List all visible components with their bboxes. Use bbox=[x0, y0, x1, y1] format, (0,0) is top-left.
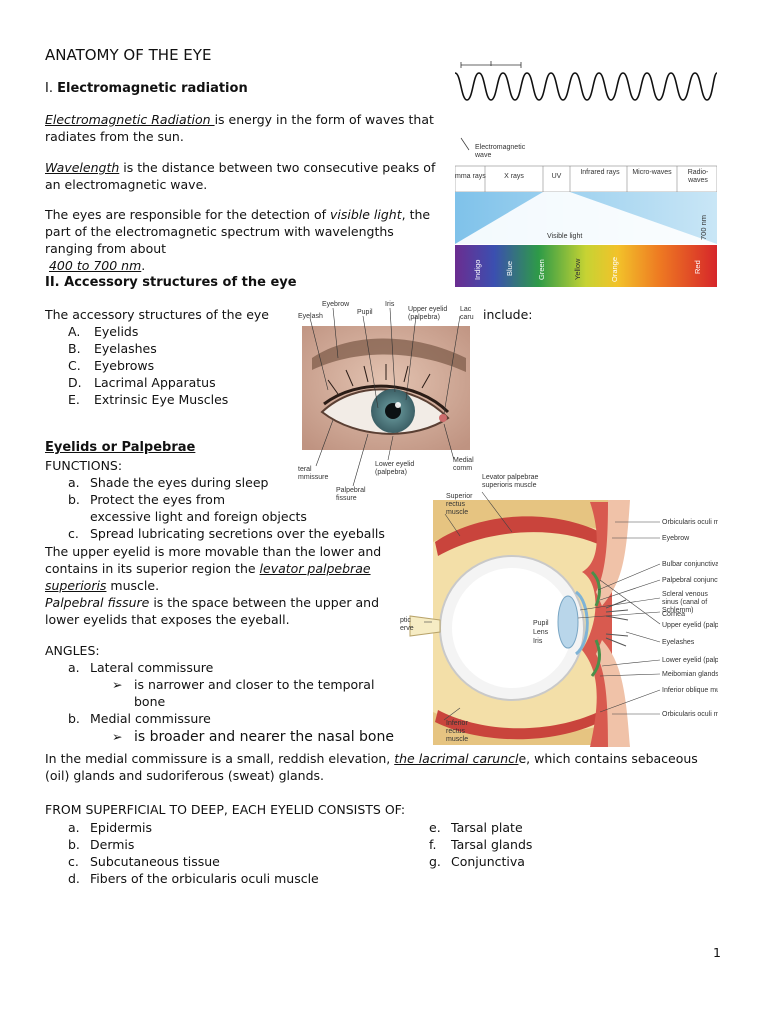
list-item: d.Fibers of the orbicularis oculi muscle bbox=[68, 871, 319, 886]
label-inferior-rectus: Inferior rectus muscle bbox=[446, 720, 469, 743]
layers-list-left: a.Epidermis b.Dermis c.Subcutaneous tiss… bbox=[68, 819, 319, 887]
list-item: c.Spread lubricating secretions over the… bbox=[68, 526, 385, 541]
label-iris-section: Iris bbox=[533, 638, 543, 645]
list-item: b.Dermis bbox=[68, 837, 135, 852]
wavelength-definition: Wavelength is the distance between two c… bbox=[45, 160, 436, 192]
band-microwave: Micro-waves bbox=[632, 169, 672, 176]
list-item: E.Extrinsic Eye Muscles bbox=[68, 392, 229, 407]
list-item: A.Eyelids bbox=[68, 324, 139, 339]
list-item: B.Eyelashes bbox=[68, 341, 157, 356]
label-orbicularis-1: Orbicularis oculi mus bbox=[662, 519, 718, 526]
list-item: b.Medial commissure bbox=[68, 711, 211, 726]
em-radiation-definition: Electromagnetic Radiation is energy in t… bbox=[45, 112, 434, 144]
list-item: ➢is narrower and closer to the temporal bbox=[112, 677, 375, 692]
layers-list-right: e.Tarsal plate f.Tarsal glands g.Conjunc… bbox=[429, 819, 532, 870]
label-pupil-section: Pupil bbox=[533, 620, 549, 627]
nm700-label: 700 nm bbox=[699, 214, 708, 240]
arrow-bullet-icon: ➢ bbox=[112, 729, 123, 744]
eyelid-paragraph: The upper eyelid is more movable than th… bbox=[45, 544, 382, 627]
angles-label: ANGLES: bbox=[45, 643, 100, 658]
accessory-list: A.Eyelids B.Eyelashes C.Eyebrows D.Lacri… bbox=[68, 323, 228, 408]
label-lower-eyelid: Lower eyelid (palpebra) bbox=[375, 461, 415, 476]
label-orbicularis-2: Orbicularis oculi mus bbox=[662, 711, 718, 718]
wave-curve bbox=[454, 72, 718, 101]
label-eyelashes: Eyelashes bbox=[662, 639, 695, 646]
list-item: C.Eyebrows bbox=[68, 358, 155, 373]
label-scleral-sinus: Scleral venous sinus (canal of Schlemm) bbox=[662, 591, 708, 614]
page-title: ANATOMY OF THE EYE bbox=[45, 46, 212, 64]
label-optic-nerve: ptic erve bbox=[400, 617, 414, 632]
label-meibomian: Meibomian glands bbox=[662, 671, 718, 678]
band-xray: X rays bbox=[504, 173, 524, 180]
color-green: Green bbox=[537, 259, 546, 280]
label-iris: Iris bbox=[385, 301, 395, 308]
eye-photo-figure: Eyebrow Iris Eyelash Pupil Upper eyelid … bbox=[298, 300, 474, 502]
list-item: ➢is broader and nearer the nasal bone bbox=[112, 729, 394, 745]
eye-section-figure: Levator palpebrae superioris muscle Supe… bbox=[400, 472, 718, 750]
label-pupil: Pupil bbox=[357, 309, 373, 316]
label-lower-eyelid-section: Lower eyelid (palpeb bbox=[662, 657, 718, 664]
color-yellow: Yellow bbox=[573, 258, 582, 280]
label-eyelash: Eyelash bbox=[298, 313, 323, 320]
functions-label: FUNCTIONS: bbox=[45, 458, 123, 473]
list-item: bone bbox=[134, 694, 166, 709]
section-1-heading: I. Electromagnetic radiation bbox=[45, 81, 248, 96]
label-bulbar-conjunctiva: Bulbar conjunctiva bbox=[662, 561, 718, 568]
label-palpebral-conjunctiva: Palpebral conjunctiv bbox=[662, 577, 718, 584]
list-item: a.Shade the eyes during sleep bbox=[68, 475, 269, 490]
page-number: 1 bbox=[713, 945, 721, 960]
label-eyebrow-section: Eyebrow bbox=[662, 535, 690, 542]
label-levator: Levator palpebrae superioris muscle bbox=[482, 474, 539, 489]
caruncle-paragraph: In the medial commissure is a small, red… bbox=[45, 751, 698, 783]
em-spectrum-graphic bbox=[454, 61, 718, 287]
list-item: c.Subcutaneous tissue bbox=[68, 854, 220, 869]
eye-photo-graphic bbox=[302, 307, 470, 487]
band-infrared: Infrared rays bbox=[580, 169, 620, 176]
list-item: a.Epidermis bbox=[68, 820, 153, 835]
eye-section-graphic bbox=[409, 491, 661, 747]
label-superior-rectus: Superior rectus muscle bbox=[446, 493, 473, 516]
visible-light-paragraph: The eyes are responsible for the detecti… bbox=[45, 207, 431, 273]
label-palpebral-fissure: Palpebral fissure bbox=[336, 487, 366, 502]
list-item: g.Conjunctiva bbox=[429, 854, 525, 869]
label-eyebrow: Eyebrow bbox=[322, 301, 350, 308]
color-indigo: Indigo bbox=[473, 259, 482, 280]
list-item: a.Lateral commissure bbox=[68, 660, 214, 675]
section-2-heading: II. Accessory structures of the eye bbox=[45, 275, 297, 290]
list-item: e.Tarsal plate bbox=[429, 820, 523, 835]
color-red: Red bbox=[693, 260, 702, 274]
band-radio: Radio-waves bbox=[687, 169, 709, 184]
list-item: b.Protect the eyes from bbox=[68, 492, 226, 507]
label-lateral-commissure: teral mmissure bbox=[298, 466, 329, 481]
label-cornea: Cornea bbox=[662, 611, 685, 618]
functions-list: a.Shade the eyes during sleep b.Protect … bbox=[68, 474, 385, 542]
label-medial-commissure: Medial comm bbox=[453, 457, 474, 472]
color-blue: Blue bbox=[505, 260, 514, 276]
label-lacrimal-caruncle: Lac caru bbox=[460, 306, 474, 321]
list-item: D.Lacrimal Apparatus bbox=[68, 375, 216, 390]
list-item: excessive light and foreign objects bbox=[90, 509, 307, 524]
accessory-intro: The accessory structures of the eye bbox=[45, 307, 269, 322]
label-upper-eyelid: Upper eyelid (palpebra) bbox=[408, 306, 448, 321]
color-orange: Orange bbox=[610, 256, 619, 282]
angles-list: a.Lateral commissure ➢is narrower and cl… bbox=[68, 659, 394, 747]
band-uv: UV bbox=[551, 173, 562, 180]
list-item: f.Tarsal glands bbox=[429, 837, 533, 852]
label-inferior-oblique: Inferior oblique muscl bbox=[662, 687, 718, 694]
label-lens: Lens bbox=[533, 629, 549, 636]
label-upper-eyelid-section: Upper eyelid (palpeb bbox=[662, 622, 718, 629]
arrow-bullet-icon: ➢ bbox=[112, 677, 123, 692]
layers-heading: FROM SUPERFICIAL TO DEEP, EACH EYELID CO… bbox=[45, 802, 406, 817]
eyelids-heading: Eyelids or Palpebrae bbox=[45, 440, 196, 455]
band-gamma: mma rays bbox=[455, 173, 486, 180]
visible-light-label: Visible light bbox=[547, 233, 583, 240]
accessory-intro-end: include: bbox=[483, 307, 533, 322]
